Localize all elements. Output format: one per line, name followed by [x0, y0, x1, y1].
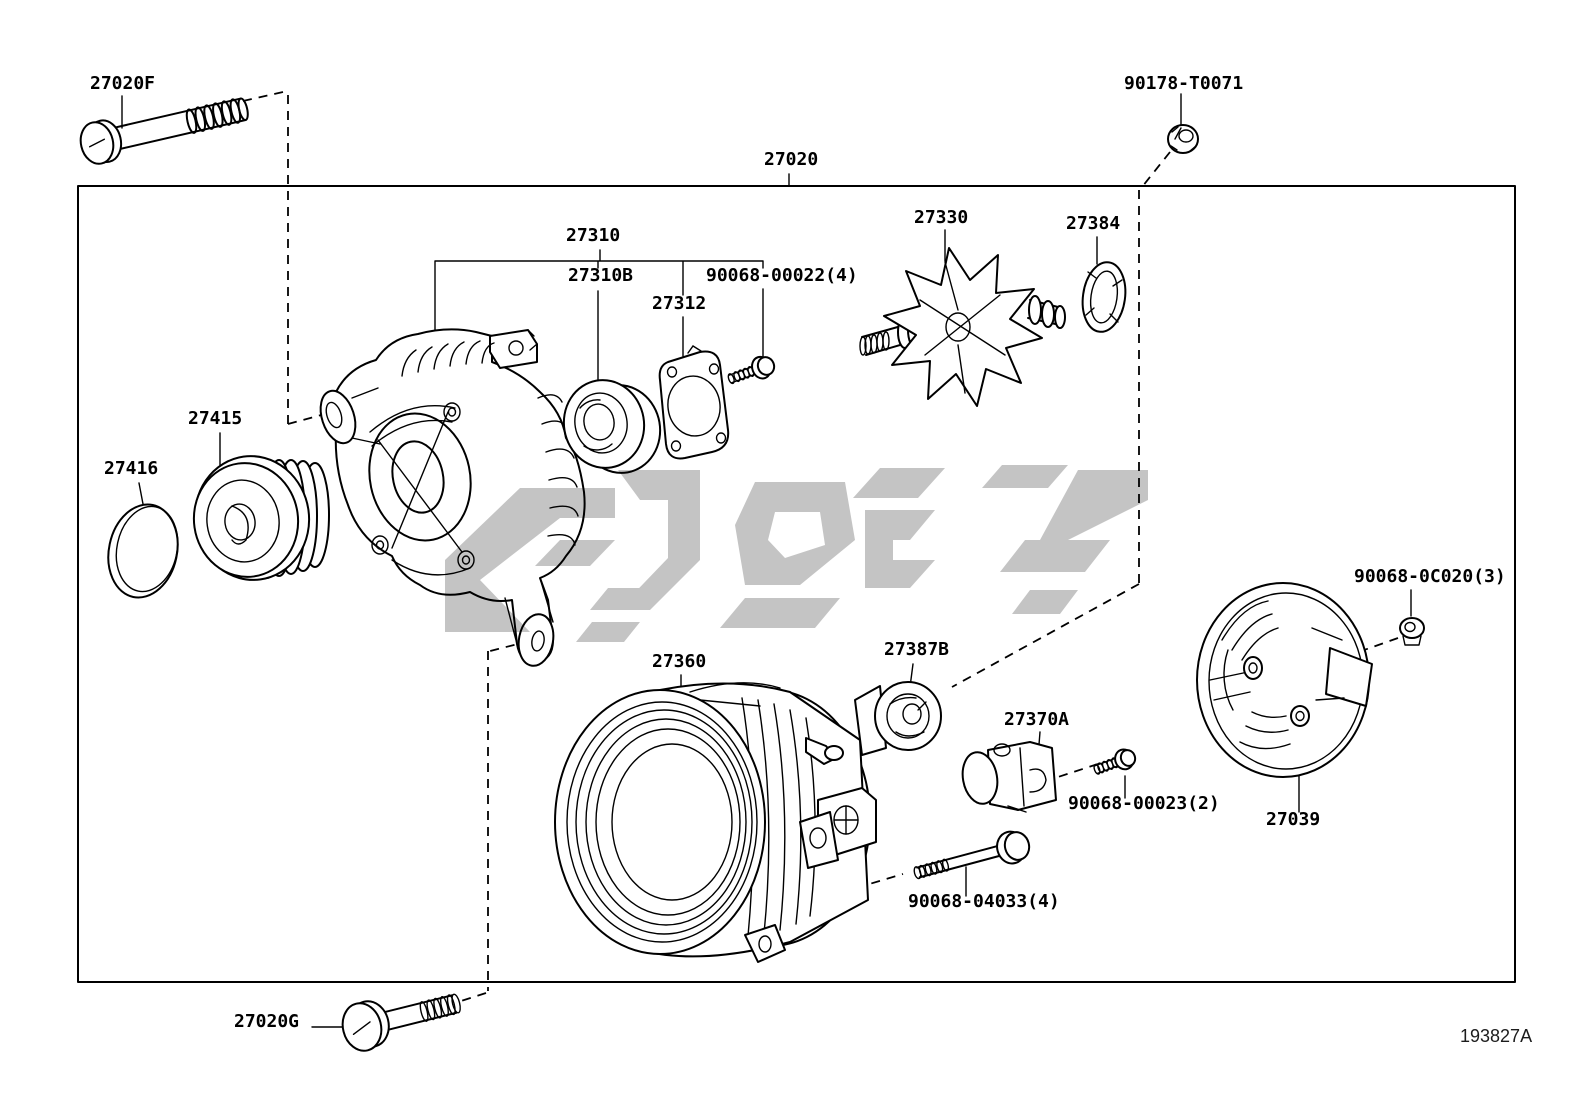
part-label-27020: 27020	[764, 149, 819, 170]
watermark-logo	[445, 465, 1148, 642]
bolt-27020g-drawing	[341, 993, 461, 1052]
part-label-27330: 27330	[914, 207, 969, 228]
part-label-27387b: 27387B	[884, 639, 950, 660]
part-label-90178-t0071: 90178-T0071	[1124, 73, 1244, 94]
part-label-90068-00022: 90068-00022(4)	[706, 265, 858, 286]
rotor-27330-drawing	[859, 247, 1066, 407]
bearing-27310b-drawing	[562, 379, 662, 474]
end-cover-27387b-drawing	[854, 681, 942, 756]
part-label-90068-04033: 90068-04033(4)	[908, 891, 1060, 912]
part-label-27312: 27312	[652, 293, 707, 314]
part-label-27416: 27416	[104, 458, 159, 479]
screw-90068-00022-drawing	[727, 355, 776, 385]
part-label-90068-00023: 90068-00023(2)	[1068, 793, 1220, 814]
part-label-27384: 27384	[1066, 213, 1121, 234]
assembly-border-box	[77, 185, 1516, 983]
part-label-27310b: 27310B	[568, 265, 634, 286]
brush-holder-27370a-drawing	[961, 741, 1057, 813]
pulley-27415-drawing	[192, 455, 330, 581]
bearing-retainer-27312-drawing	[658, 345, 730, 460]
screw-90068-00023-drawing	[1093, 748, 1137, 775]
pulley-cap-27416-drawing	[107, 503, 179, 599]
part-label-27360: 27360	[652, 651, 707, 672]
rear-cover-27039-drawing	[1196, 582, 1373, 778]
part-label-27039: 27039	[1266, 809, 1321, 830]
through-bolt-27020f-drawing	[79, 97, 249, 165]
part-label-27415: 27415	[188, 408, 243, 429]
assembly-dashed-lines	[242, 91, 1399, 1003]
drive-end-frame-27310-drawing	[319, 328, 586, 667]
part-label-27020g: 27020G	[234, 1011, 300, 1032]
part-label-27310: 27310	[566, 225, 621, 246]
stator-27360-drawing	[554, 682, 877, 963]
terminal-nut-90178-drawing	[1167, 124, 1199, 154]
part-label-27020f: 27020F	[90, 73, 156, 94]
nut-90068-0c020-drawing	[1399, 617, 1425, 646]
figure-code: 193827A	[1460, 1026, 1533, 1046]
part-label-90068-0c020: 90068-0C020(3)	[1354, 566, 1506, 587]
part-label-27370a: 27370A	[1004, 709, 1070, 730]
ring-27384-drawing	[1081, 261, 1127, 333]
through-bolt-90068-04033-drawing	[913, 830, 1031, 880]
